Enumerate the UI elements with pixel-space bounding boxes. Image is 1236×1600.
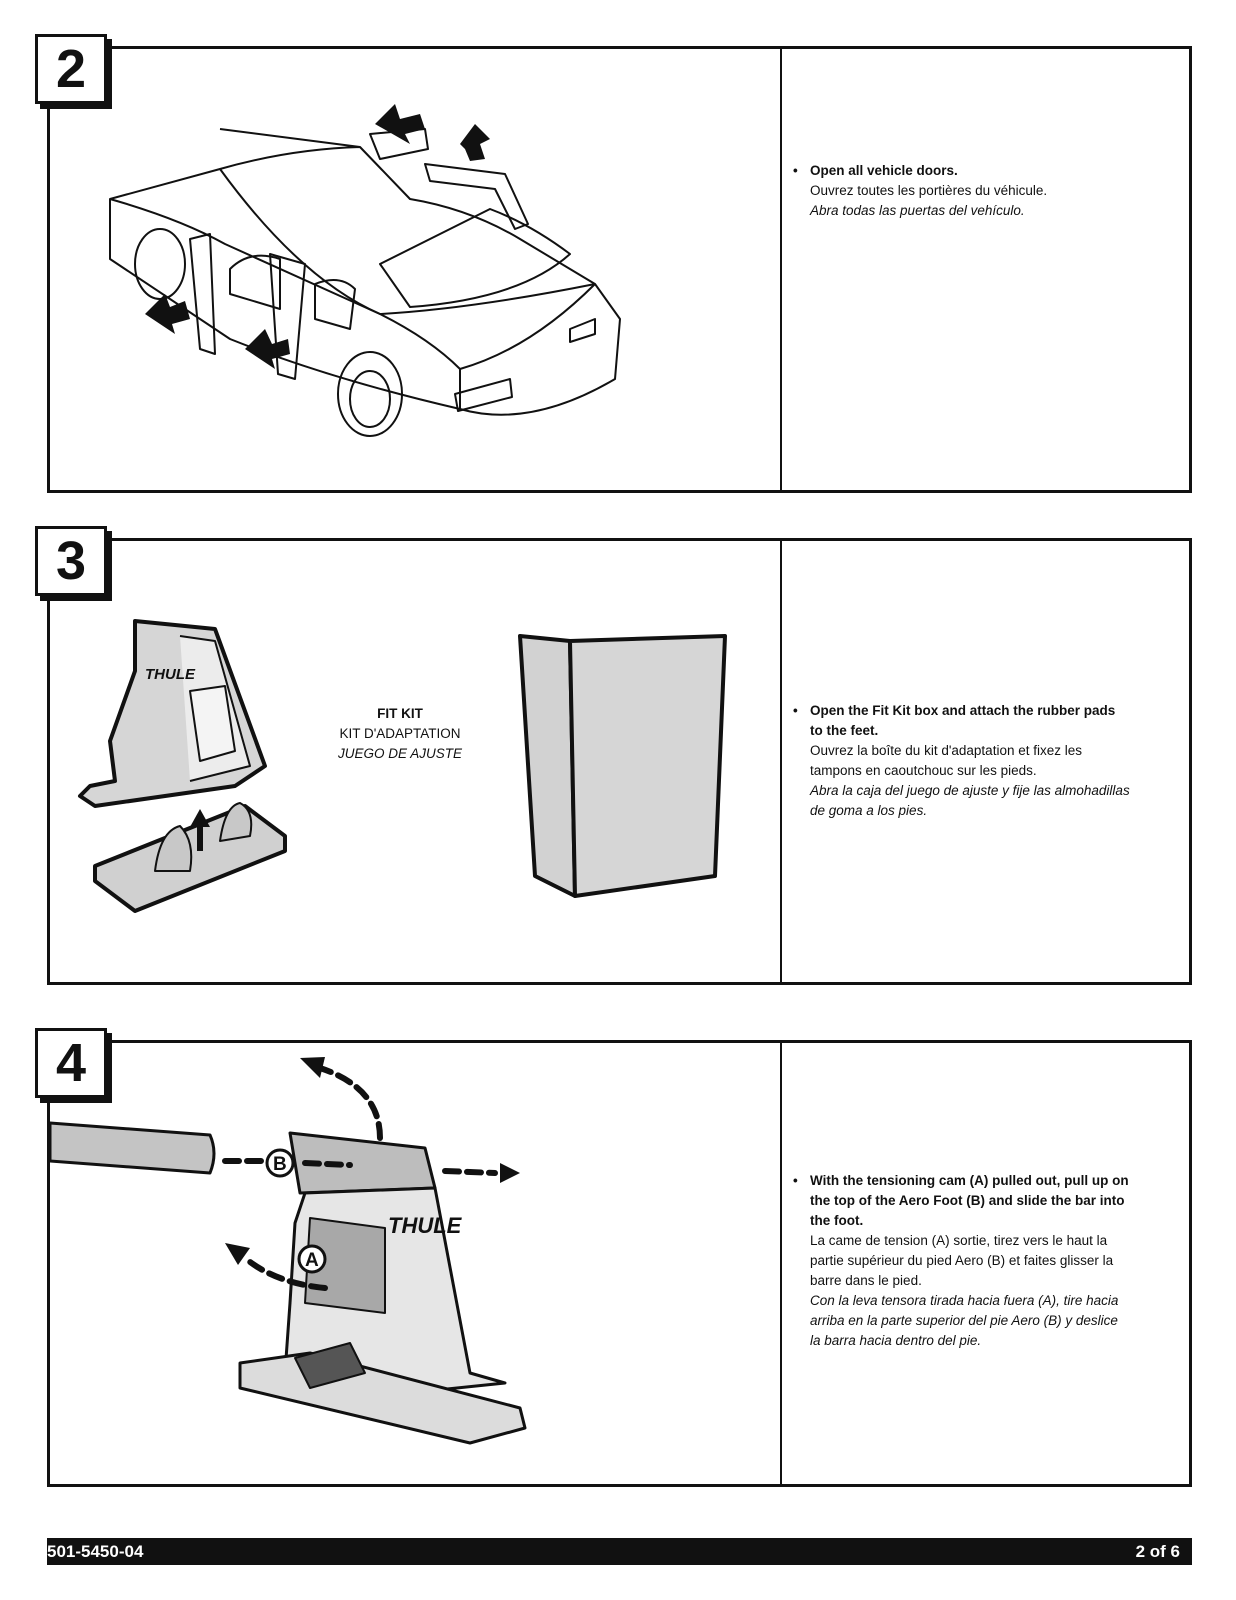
instruction-en: Open all vehicle doors. bbox=[810, 163, 958, 178]
step-3-instructions: • Open the Fit Kit box and attach the ru… bbox=[793, 701, 1130, 821]
step-3-panel: 3 THULE FIT KIT KIT D'ADAPTATION JUEGO D… bbox=[35, 526, 1192, 985]
instruction-en: With the tensioning cam (A) pulled out, … bbox=[810, 1173, 1129, 1228]
brand-logo: THULE bbox=[388, 1213, 463, 1238]
aero-foot-bar-illustration: B A THULE bbox=[50, 1057, 527, 1445]
step-2-panel: 2 bbox=[35, 34, 1192, 493]
step-number: 3 bbox=[35, 526, 107, 596]
foot-and-pad-illustration: THULE bbox=[78, 619, 727, 913]
fit-kit-label-fr: KIT D'ADAPTATION bbox=[339, 726, 461, 741]
step-4-instructions: • With the tensioning cam (A) pulled out… bbox=[793, 1171, 1130, 1351]
bullet-icon: • bbox=[793, 1173, 798, 1188]
instruction-fr: La came de tension (A) sortie, tirez ver… bbox=[810, 1233, 1114, 1288]
step-4-panel: 4 bbox=[35, 1028, 1192, 1487]
panel-divider bbox=[780, 1043, 782, 1484]
instruction-es: Abra la caja del juego de ajuste y fije … bbox=[810, 783, 1130, 818]
fit-kit-label: FIT KIT KIT D'ADAPTATION JUEGO DE AJUSTE bbox=[330, 704, 470, 764]
instruction-fr: Ouvrez la boîte du kit d'adaptation et f… bbox=[810, 743, 1082, 778]
instruction-es: Con la leva tensora tirada hacia fuera (… bbox=[810, 1293, 1119, 1348]
step-2-instructions: • Open all vehicle doors. Ouvrez toutes … bbox=[793, 161, 1130, 221]
page-footer: 501-5450-04 2 of 6 bbox=[47, 1538, 1192, 1565]
instruction-en: Open the Fit Kit box and attach the rubb… bbox=[810, 703, 1116, 738]
fit-kit-label-es: JUEGO DE AJUSTE bbox=[337, 746, 463, 761]
brand-logo: THULE bbox=[145, 666, 196, 683]
callout-b: B bbox=[273, 1154, 287, 1175]
fit-kit-label-en: FIT KIT bbox=[377, 706, 423, 721]
step-number: 4 bbox=[35, 1028, 107, 1098]
panel-divider bbox=[780, 49, 782, 490]
vehicle-open-doors-illustration bbox=[109, 104, 621, 437]
instruction-fr: Ouvrez toutes les portières du véhicule. bbox=[810, 183, 1048, 198]
page-number: 2 of 6 bbox=[1135, 1541, 1180, 1561]
callout-a: A bbox=[305, 1250, 319, 1271]
bullet-icon: • bbox=[793, 703, 798, 718]
part-number: 501-5450-04 bbox=[47, 1541, 144, 1561]
instruction-es: Abra todas las puertas del vehículo. bbox=[810, 203, 1025, 218]
bullet-icon: • bbox=[793, 163, 798, 178]
panel-divider bbox=[780, 541, 782, 982]
step-number: 2 bbox=[35, 34, 107, 104]
